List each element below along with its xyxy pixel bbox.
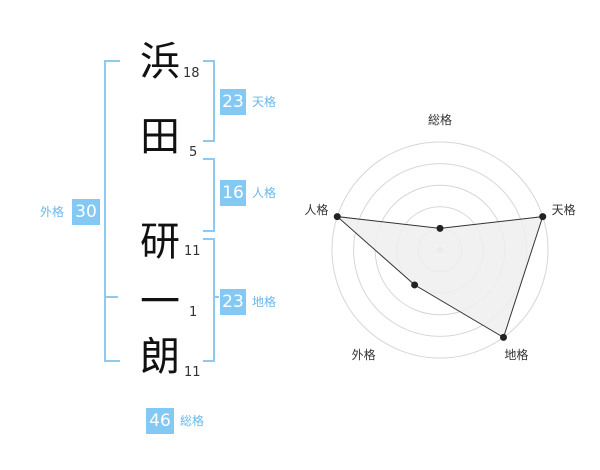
- gaikaku-bracket: [104, 60, 120, 362]
- soukaku-label: 総格: [180, 414, 205, 428]
- gaikaku-value: 30: [72, 199, 100, 225]
- stroke-count-1: 18: [183, 66, 200, 81]
- tenkaku-bracket: [203, 60, 215, 142]
- radar-axis-label: 地格: [504, 347, 528, 362]
- gaikaku-label: 外格: [40, 205, 65, 219]
- bracket-tick: [213, 296, 219, 298]
- bracket-tick: [104, 296, 118, 298]
- stroke-count-3: 11: [184, 244, 201, 259]
- tenkaku-value: 23: [220, 89, 246, 115]
- chikaku-bracket: [203, 238, 215, 362]
- name-char-5: 朗: [140, 334, 180, 380]
- radar-axis-label: 天格: [552, 202, 576, 217]
- radar-grid-ring: [331, 141, 549, 359]
- stroke-count-4: 1: [189, 305, 198, 320]
- radar-axis-label: 人格: [304, 202, 328, 217]
- radar-polygon: [335, 215, 544, 339]
- tenkaku-label: 天格: [252, 95, 277, 109]
- jinkaku-bracket: [203, 158, 215, 232]
- radar-axis-label: 総格: [428, 112, 452, 127]
- jinkaku-label: 人格: [252, 186, 277, 200]
- chikaku-label: 地格: [252, 295, 277, 309]
- radar-point: [499, 333, 507, 341]
- name-char-1: 浜: [140, 39, 180, 85]
- name-char-2: 田: [140, 114, 180, 160]
- stroke-count-5: 11: [184, 365, 201, 380]
- radar-point: [436, 224, 444, 232]
- jinkaku-value: 16: [220, 180, 246, 206]
- name-char-4: 一: [140, 279, 180, 325]
- radar-axis-label: 外格: [352, 347, 376, 362]
- radar-point: [539, 213, 547, 221]
- stroke-count-2: 5: [189, 145, 198, 160]
- radar-point: [333, 213, 341, 221]
- name-char-3: 研: [140, 219, 180, 265]
- radar-point: [411, 281, 419, 289]
- chikaku-value: 23: [220, 289, 246, 315]
- soukaku-value: 46: [146, 408, 174, 434]
